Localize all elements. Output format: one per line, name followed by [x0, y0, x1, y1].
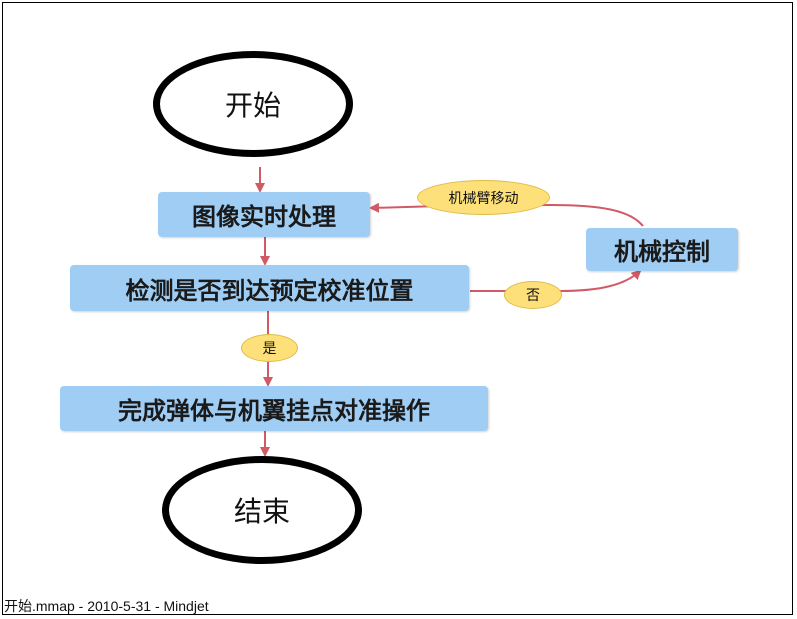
edge-label-yes: 是 [241, 334, 298, 362]
end-node[interactable]: 结束 [162, 456, 362, 564]
edge-label-no: 否 [504, 281, 562, 309]
arrow-detect-to-control [470, 269, 642, 292]
mechanical-control-node[interactable]: 机械控制 [586, 228, 738, 271]
image-processing-node[interactable]: 图像实时处理 [158, 192, 370, 237]
edge-label-arm-move: 机械臂移动 [417, 180, 550, 215]
file-caption: 开始.mmap - 2010-5-31 - Mindjet [4, 598, 209, 614]
complete-alignment-node[interactable]: 完成弹体与机翼挂点对准操作 [60, 386, 488, 431]
detect-position-node[interactable]: 检测是否到达预定校准位置 [70, 265, 469, 311]
start-node[interactable]: 开始 [153, 51, 353, 157]
arrow-control-to-processing [369, 202, 644, 227]
